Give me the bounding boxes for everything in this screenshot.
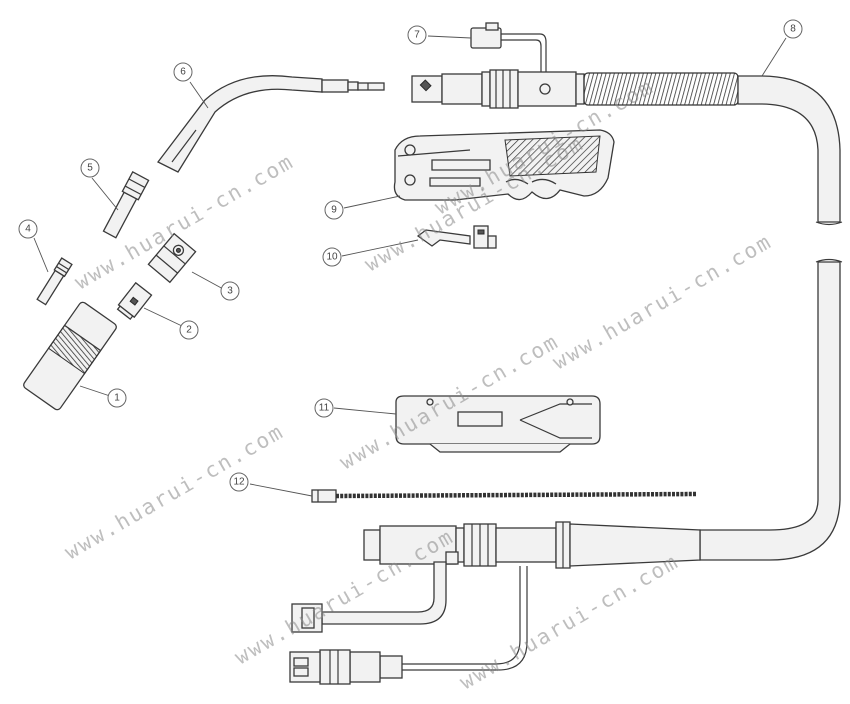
callout-12: 12 <box>229 472 249 492</box>
callout-3-label: 3 <box>227 286 233 297</box>
callout-4: 4 <box>18 219 38 239</box>
leader-lines <box>33 35 787 497</box>
callout-9-label: 9 <box>331 205 337 216</box>
watermark-text: www.huarui-cn.com <box>231 524 459 669</box>
callout-5: 5 <box>80 158 100 178</box>
callout-6: 6 <box>173 62 193 82</box>
callout-1-label: 1 <box>114 393 120 404</box>
callout-6-label: 6 <box>180 67 186 78</box>
control-cable-part <box>289 566 528 685</box>
liner-part <box>311 489 697 503</box>
gas-hose-part <box>291 561 447 633</box>
swan-neck-part <box>157 75 385 173</box>
callout-10: 10 <box>322 247 342 267</box>
contact-tip-part <box>36 257 73 306</box>
callout-2: 2 <box>179 320 199 340</box>
callout-4-label: 4 <box>25 224 31 235</box>
callout-1: 1 <box>107 388 127 408</box>
callout-11: 11 <box>314 398 334 418</box>
callout-5-label: 5 <box>87 163 93 174</box>
callout-3: 3 <box>220 281 240 301</box>
callout-12-label: 12 <box>233 477 245 488</box>
cable-hose-part <box>699 75 843 561</box>
handle-half-part <box>395 395 601 453</box>
watermark-text: www.huarui-cn.com <box>549 229 777 374</box>
central-connector-part <box>363 521 701 569</box>
switch-connector-part <box>470 22 547 76</box>
callout-10-label: 10 <box>326 252 338 263</box>
tip-holder-part <box>102 171 150 239</box>
rear-connector-part <box>411 69 585 109</box>
handle-shell-part <box>393 129 615 201</box>
callout-9: 9 <box>324 200 344 220</box>
watermark-text: www.huarui-cn.com <box>456 549 684 694</box>
callout-2-label: 2 <box>186 325 192 336</box>
trigger-part <box>416 225 497 249</box>
watermark-text: www.huarui-cn.com <box>61 419 289 564</box>
callout-7: 7 <box>407 25 427 45</box>
callout-8: 8 <box>783 19 803 39</box>
callout-11-label: 11 <box>319 403 330 414</box>
callout-8-label: 8 <box>790 24 796 35</box>
callout-7-label: 7 <box>414 30 420 41</box>
insulator-part <box>147 232 197 284</box>
diffuser-part <box>116 281 153 321</box>
nozzle-part <box>23 301 117 411</box>
watermark-text: www.huarui-cn.com <box>71 149 299 294</box>
